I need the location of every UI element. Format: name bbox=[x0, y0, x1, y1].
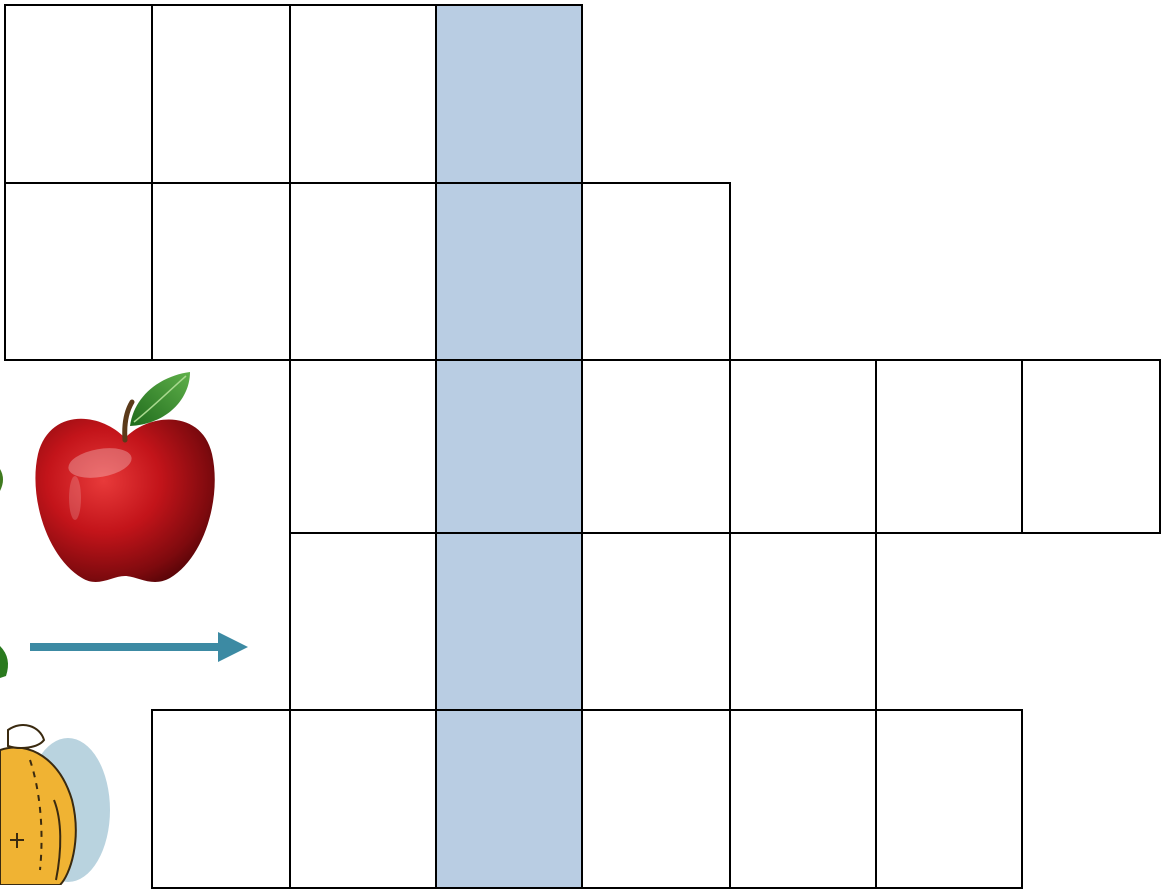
grid-cell[interactable] bbox=[581, 709, 731, 889]
grid-cell[interactable] bbox=[729, 359, 877, 534]
grid-cell[interactable] bbox=[4, 4, 153, 184]
grid-cell[interactable] bbox=[151, 709, 291, 889]
arrow-right-icon bbox=[28, 628, 250, 666]
grid-cell[interactable] bbox=[581, 359, 731, 534]
leaf-fragment-icon bbox=[0, 640, 12, 680]
sack-icon bbox=[0, 690, 115, 885]
grid-cell[interactable] bbox=[729, 709, 877, 889]
leaf-fragment-icon bbox=[0, 465, 6, 495]
key-cell[interactable] bbox=[435, 182, 583, 361]
key-cell[interactable] bbox=[435, 532, 583, 712]
grid-cell[interactable] bbox=[289, 709, 437, 889]
grid-cell[interactable] bbox=[581, 532, 731, 712]
grid-cell[interactable] bbox=[151, 182, 291, 361]
grid-cell[interactable] bbox=[581, 182, 731, 361]
grid-cell[interactable] bbox=[289, 532, 437, 712]
grid-cell[interactable] bbox=[729, 532, 877, 712]
grid-cell[interactable] bbox=[1021, 359, 1161, 534]
key-cell[interactable] bbox=[435, 709, 583, 889]
grid-cell[interactable] bbox=[875, 709, 1023, 889]
grid-cell[interactable] bbox=[4, 182, 153, 361]
grid-cell[interactable] bbox=[875, 359, 1023, 534]
grid-cell[interactable] bbox=[289, 4, 437, 184]
apple-icon bbox=[30, 368, 220, 586]
grid-cell[interactable] bbox=[289, 359, 437, 534]
grid-cell[interactable] bbox=[289, 182, 437, 361]
key-cell[interactable] bbox=[435, 4, 583, 184]
grid-cell[interactable] bbox=[151, 4, 291, 184]
key-cell[interactable] bbox=[435, 359, 583, 534]
